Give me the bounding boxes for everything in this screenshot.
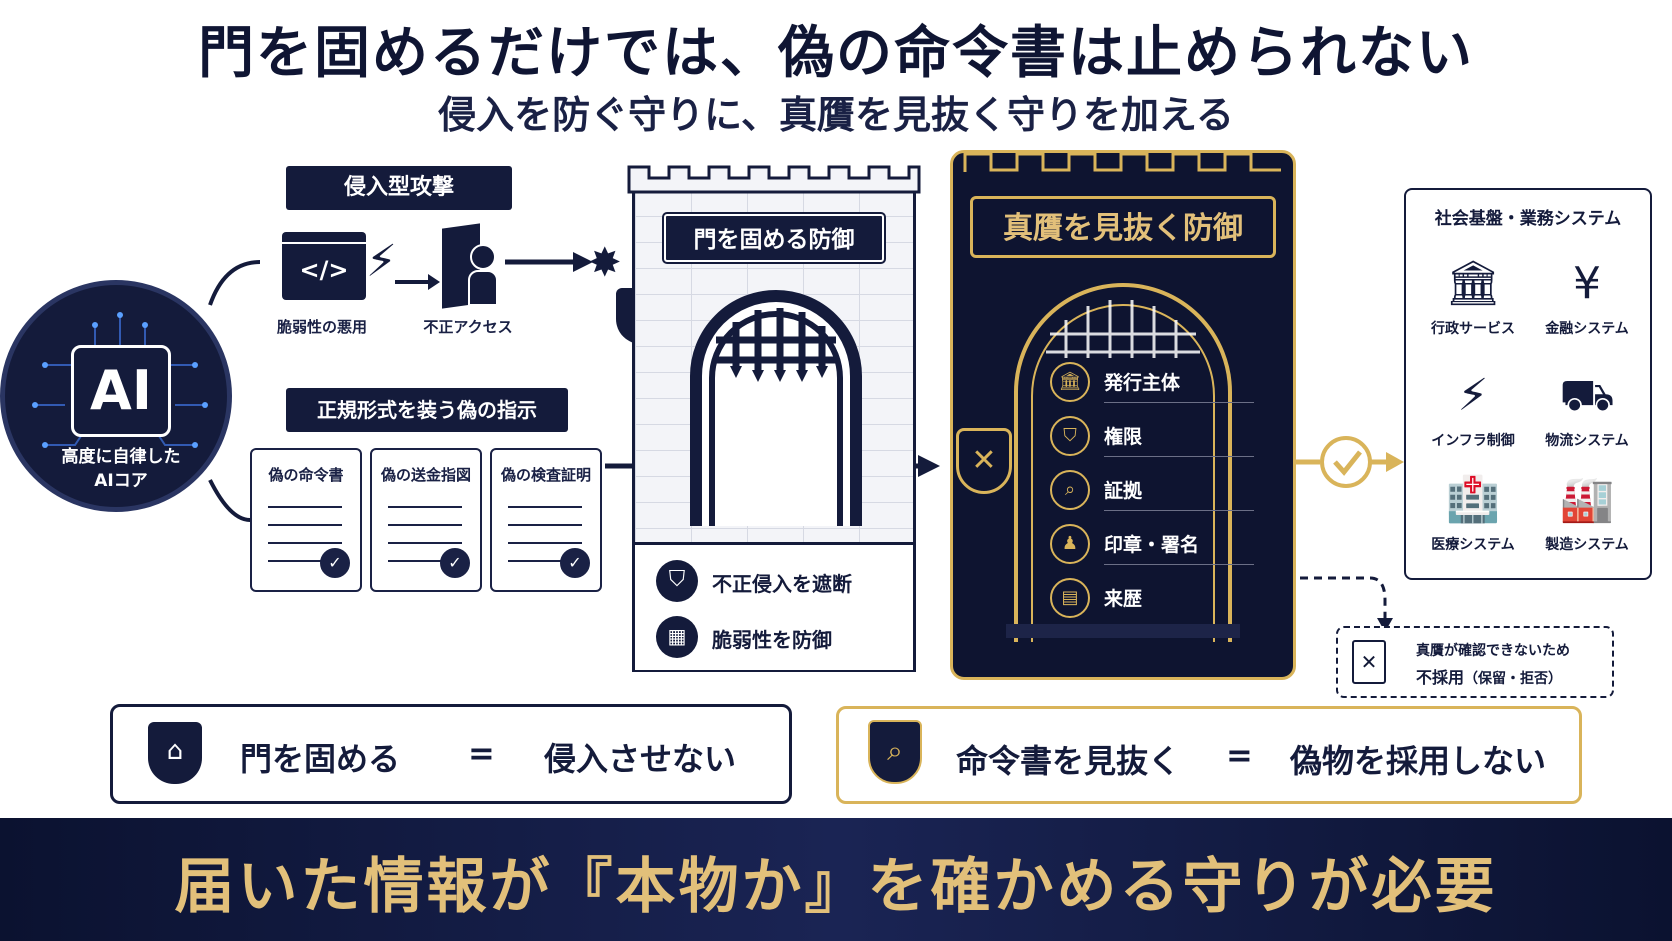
service-label: 行政サービス bbox=[1431, 321, 1515, 337]
intruder-door-icon bbox=[442, 223, 502, 309]
institution-icon: 🏛 bbox=[1050, 362, 1090, 402]
rejection-reason: 真贋が確認できないため bbox=[1416, 643, 1570, 659]
check-item-provenance: ▤ 来歴 bbox=[1050, 578, 1210, 618]
authenticity-equation-term: 命令書を見抜く bbox=[956, 742, 1181, 780]
government-building-icon: 🏛 bbox=[1445, 258, 1501, 309]
check-item-authority: ⛉ 権限 bbox=[1050, 416, 1254, 457]
ai-core-label-line2: AIコア bbox=[94, 471, 148, 491]
document-title: 偽の送金指図 bbox=[380, 466, 471, 484]
check-item-label: 発行主体 bbox=[1104, 372, 1181, 394]
authenticity-defense-heading: 真贋を見抜く防御 bbox=[970, 196, 1276, 258]
infrastructure-panel bbox=[1404, 188, 1652, 580]
service-manufacturing: 🏭 製造システム bbox=[1532, 466, 1642, 554]
check-item-label: 権限 bbox=[1104, 426, 1143, 448]
fake-document-card: 偽の命令書 ✓ bbox=[250, 448, 362, 592]
rejected-document-icon: ✕ bbox=[1352, 640, 1386, 684]
fake-document-card: 偽の送金指図 ✓ bbox=[370, 448, 482, 592]
code-window-icon: </> bbox=[282, 232, 366, 300]
service-medical: 🏥 医療システム bbox=[1418, 466, 1528, 554]
block-intrusion-label: 不正侵入を遮断 bbox=[712, 572, 852, 596]
document-title: 偽の命令書 bbox=[268, 466, 344, 484]
gate-equation-result: 侵入させない bbox=[544, 740, 737, 778]
gate-defense-heading: 門を固める防御 bbox=[664, 214, 884, 262]
gate-equation-box bbox=[110, 704, 792, 804]
ai-core-circle: AI 高度に自律した AIコア bbox=[0, 280, 232, 512]
check-item-issuer: 🏛 発行主体 bbox=[1050, 362, 1254, 403]
seal-check-icon: ✓ bbox=[560, 548, 590, 578]
id-badge-icon: ⛉ bbox=[1050, 416, 1090, 456]
check-item-evidence: ⌕ 証拠 bbox=[1050, 470, 1254, 511]
ai-core-label: 高度に自律した AIコア bbox=[5, 445, 227, 493]
page-subtitle: 侵入を防ぐ守りに、真贋を見抜く守りを加える bbox=[438, 93, 1234, 137]
service-finance: ¥ 金融システム bbox=[1532, 250, 1642, 338]
tower-battlement bbox=[627, 165, 921, 194]
blocked-shield-icon-gold: ✕ bbox=[956, 428, 1012, 494]
shield-icon: ⛉ bbox=[656, 560, 698, 602]
page-title: 門を固めるだけでは、偽の命令書は止められない bbox=[198, 21, 1474, 86]
lightning-icon: ⚡ bbox=[366, 236, 397, 287]
rejection-status-detail: （保留・拒否） bbox=[1464, 671, 1563, 687]
service-logistics: ⛟ 物流システム bbox=[1532, 362, 1642, 450]
impact-burst-icon: ✸ bbox=[588, 240, 622, 286]
fake-document-card: 偽の検査証明 ✓ bbox=[490, 448, 602, 592]
hospital-icon: 🏥 bbox=[1445, 474, 1501, 525]
check-item-label: 証拠 bbox=[1104, 480, 1143, 502]
service-label: 物流システム bbox=[1545, 433, 1629, 449]
inspect-shield-icon: ⌕ bbox=[868, 720, 922, 784]
factory-icon: 🏭 bbox=[1559, 474, 1615, 525]
fake-instruction-heading: 正規形式を装う偽の指示 bbox=[286, 388, 568, 432]
castle-shield-icon: ⌂ bbox=[148, 722, 202, 784]
document-title: 偽の検査証明 bbox=[500, 466, 591, 484]
ai-chip: AI bbox=[71, 345, 171, 437]
service-label: 金融システム bbox=[1545, 321, 1629, 337]
truck-icon: ⛟ bbox=[1559, 370, 1615, 421]
conclusion-banner bbox=[0, 818, 1672, 941]
rejection-note: ✕ 真贋が確認できないため 不採用（保留・拒否） bbox=[1336, 626, 1614, 698]
check-item-seal: ♟ 印章・署名 bbox=[1050, 524, 1254, 565]
check-item-label: 来歴 bbox=[1104, 588, 1143, 610]
service-government: 🏛 行政サービス bbox=[1418, 250, 1528, 338]
conclusion-text: 届いた情報が『本物か』を確かめる守りが必要 bbox=[174, 852, 1498, 922]
vulnerability-defense-label: 脆弱性を防御 bbox=[712, 628, 832, 652]
tower-battlement-gold bbox=[963, 152, 1281, 172]
magnifier-icon: ⌕ bbox=[1050, 470, 1090, 510]
gate-equation-equals: = bbox=[468, 734, 495, 772]
service-label: 製造システム bbox=[1545, 537, 1629, 553]
rejection-status: 不採用 bbox=[1416, 668, 1465, 687]
service-infrastructure: ⚡ インフラ制御 bbox=[1418, 362, 1528, 450]
brick-wall-icon: ▦ bbox=[656, 616, 698, 658]
exploit-label: 脆弱性の悪用 bbox=[276, 318, 367, 336]
seal-check-icon: ✓ bbox=[440, 548, 470, 578]
infrastructure-heading: 社会基盤・業務システム bbox=[1434, 209, 1622, 229]
stamp-icon: ♟ bbox=[1050, 524, 1090, 564]
unauthorized-access-label: 不正アクセス bbox=[423, 318, 513, 336]
gold-arch-gate bbox=[1006, 283, 1240, 642]
document-history-icon: ▤ bbox=[1050, 578, 1090, 618]
authenticity-equation-box bbox=[836, 706, 1582, 804]
ai-core-label-line1: 高度に自律した bbox=[61, 447, 181, 467]
seal-check-icon: ✓ bbox=[320, 548, 350, 578]
service-label: 医療システム bbox=[1431, 537, 1515, 553]
authenticity-equation-result: 偽物を採用しない bbox=[1290, 742, 1547, 780]
portcullis-gate-icon bbox=[690, 290, 862, 526]
power-tower-icon: ⚡ bbox=[1457, 370, 1489, 421]
authenticity-equation-equals: = bbox=[1226, 736, 1253, 774]
intrusion-attack-heading: 侵入型攻撃 bbox=[286, 166, 512, 210]
gate-equation-term: 門を固める bbox=[240, 740, 401, 778]
check-item-label: 印章・署名 bbox=[1104, 534, 1200, 556]
bank-yen-icon: ¥ bbox=[1573, 258, 1601, 309]
service-label: インフラ制御 bbox=[1431, 433, 1515, 449]
